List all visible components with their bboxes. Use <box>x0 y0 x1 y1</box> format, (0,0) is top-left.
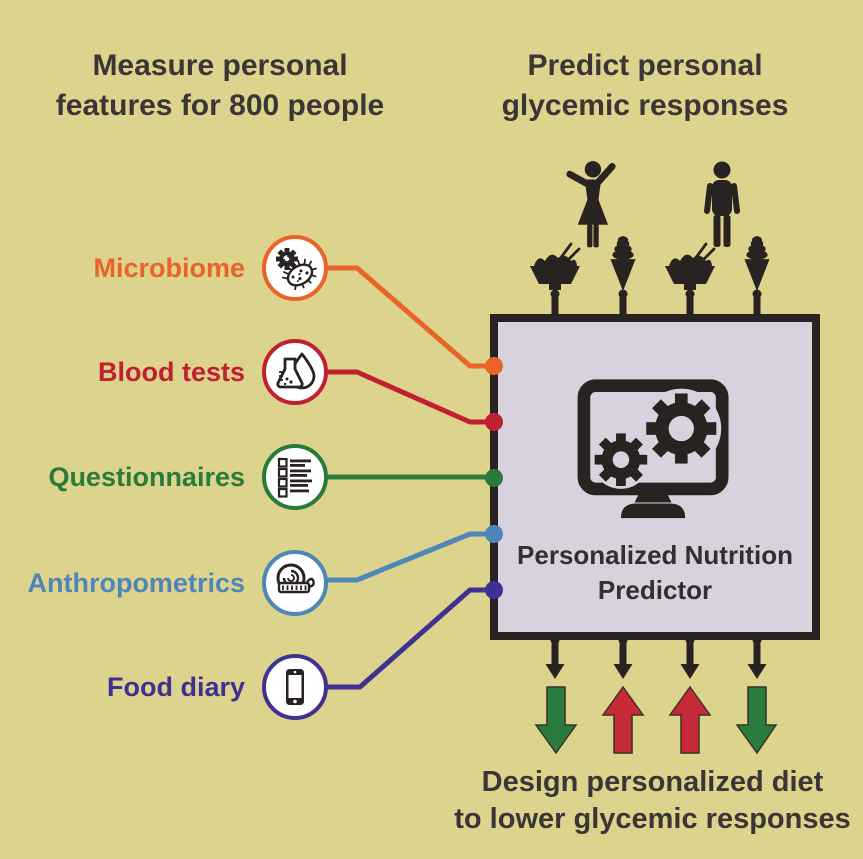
feature-label-blood-tests: Blood tests <box>97 356 245 387</box>
smartphone-icon <box>262 654 328 720</box>
measuring-tape-icon <box>262 550 328 616</box>
feature-row-questionnaires: Questionnaires <box>10 443 328 511</box>
ice-cream-icon <box>610 235 636 292</box>
bottom-title-line2: to lower glycemic responses <box>454 803 851 835</box>
feature-row-microbiome: Microbiome <box>10 234 328 302</box>
right-title-line1: Predict personal <box>527 49 763 82</box>
person-male-icon <box>704 161 740 247</box>
left-title-line1: Measure personal <box>92 49 348 82</box>
microbe-icon <box>262 235 328 301</box>
bottom-title: Design personalized diet to lower glycem… <box>400 764 863 838</box>
feature-label-questionnaires: Questionnaires <box>48 461 245 492</box>
arrow-up-red-icon <box>601 685 645 754</box>
checklist-icon <box>262 444 328 510</box>
left-title-line2: features for 800 people <box>55 89 385 122</box>
predictor-label-line1: Personalized Nutrition <box>517 540 793 570</box>
predictor-box: Personalized Nutrition Predictor <box>490 314 820 640</box>
noodle-bowl-icon <box>530 242 581 290</box>
feature-row-anthropometrics: Anthropometrics <box>10 549 328 617</box>
computer-gears-icon <box>572 374 738 522</box>
blood-drop-flask-icon <box>262 339 328 405</box>
feature-row-food-diary: Food diary <box>10 653 328 721</box>
feature-label-anthropometrics: Anthropometrics <box>27 567 245 598</box>
predictor-label-line2: Predictor <box>597 575 713 605</box>
feature-label-microbiome: Microbiome <box>93 252 245 283</box>
left-title: Measure personal features for 800 people <box>0 46 440 126</box>
arrow-down-green-icon <box>534 686 578 755</box>
noodle-bowl-icon <box>665 242 716 290</box>
person-female-icon <box>566 161 616 248</box>
arrow-up-red-icon <box>668 685 712 754</box>
predictor-label: Personalized Nutrition Predictor <box>498 538 812 608</box>
right-title-line2: glycemic responses <box>501 89 789 122</box>
ice-cream-icon <box>744 235 770 292</box>
feature-row-blood-tests: Blood tests <box>10 338 328 406</box>
right-title: Predict personal glycemic responses <box>425 46 863 126</box>
bottom-title-line1: Design personalized diet <box>481 766 824 798</box>
arrow-down-green-icon <box>735 686 778 755</box>
feature-label-food-diary: Food diary <box>106 671 245 702</box>
